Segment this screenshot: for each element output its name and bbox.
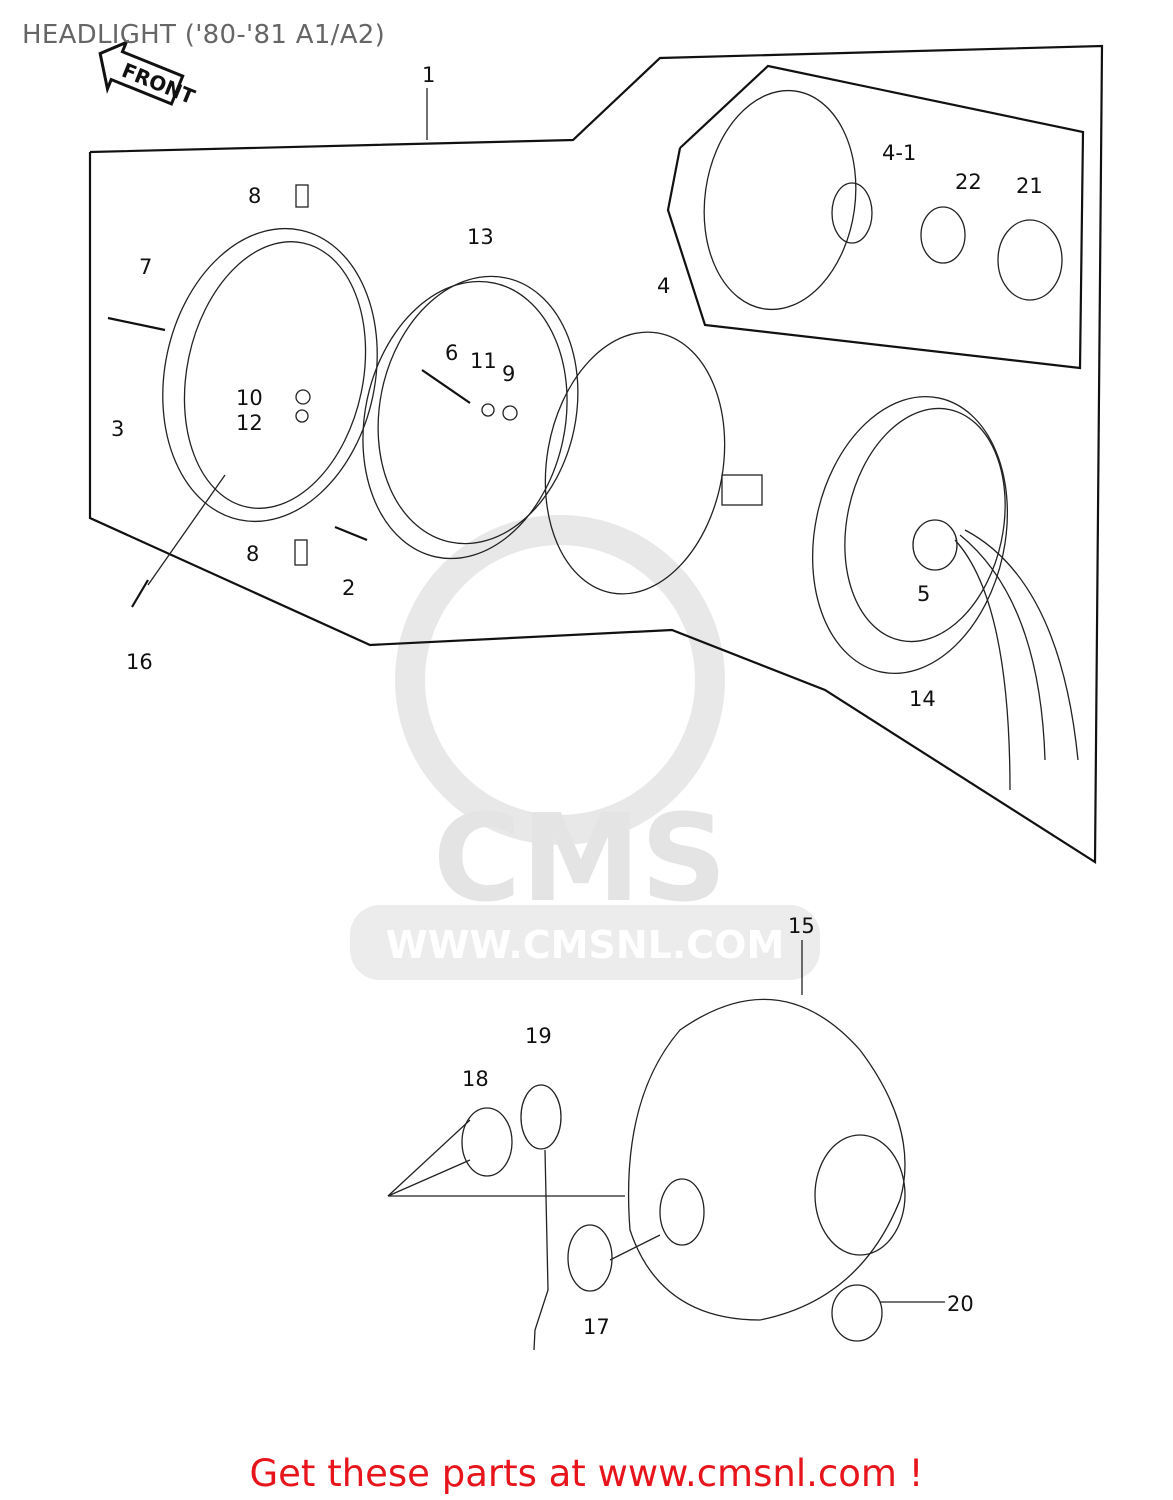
callout: 8 [246, 542, 259, 566]
assembly-outline [88, 44, 1104, 864]
callout: 7 [139, 255, 152, 279]
callout: 15 [788, 914, 815, 938]
callout: 4-1 [882, 141, 916, 165]
callout: 22 [955, 170, 982, 194]
watermark: CMS WWW.CMSNL.COM [350, 515, 820, 980]
callout: 16 [126, 650, 153, 674]
page-title: HEADLIGHT ('80-'81 A1/A2) [22, 20, 386, 50]
rim-part-3 [162, 227, 378, 523]
callout: 17 [583, 1315, 610, 1339]
callout: 4 [657, 274, 670, 298]
callout: 14 [909, 687, 936, 711]
callout: 3 [111, 417, 124, 441]
callout: 9 [502, 362, 515, 386]
callout: 20 [947, 1292, 974, 1316]
callout: 13 [467, 225, 494, 249]
watermark-url: WWW.CMSNL.COM [386, 923, 785, 967]
mount-part-14 [811, 395, 1079, 791]
callout: 19 [525, 1024, 552, 1048]
lens-unit-part-4 [544, 331, 763, 595]
callout: 8 [248, 184, 261, 208]
callout: 2 [342, 576, 355, 600]
callout: 21 [1016, 174, 1043, 198]
housing-part-13 [362, 275, 579, 560]
callout-labels: 1 8 13 7 4 4-1 22 21 6 11 9 10 12 3 8 2 … [111, 63, 1043, 1339]
callout: 6 [445, 341, 458, 365]
bulb-subassembly-outline [666, 64, 1085, 370]
shell-part-15 [387, 940, 945, 1351]
callout: 5 [917, 582, 930, 606]
callout: 18 [462, 1067, 489, 1091]
reflector-part-4-1 [703, 89, 1063, 311]
fasteners [107, 184, 518, 608]
callout: 10 [236, 386, 263, 410]
footer-link[interactable]: Get these parts at www.cmsnl.com ! [249, 1452, 924, 1495]
callout: 12 [236, 411, 263, 435]
callout: 11 [470, 349, 497, 373]
callout: 1 [422, 63, 435, 87]
